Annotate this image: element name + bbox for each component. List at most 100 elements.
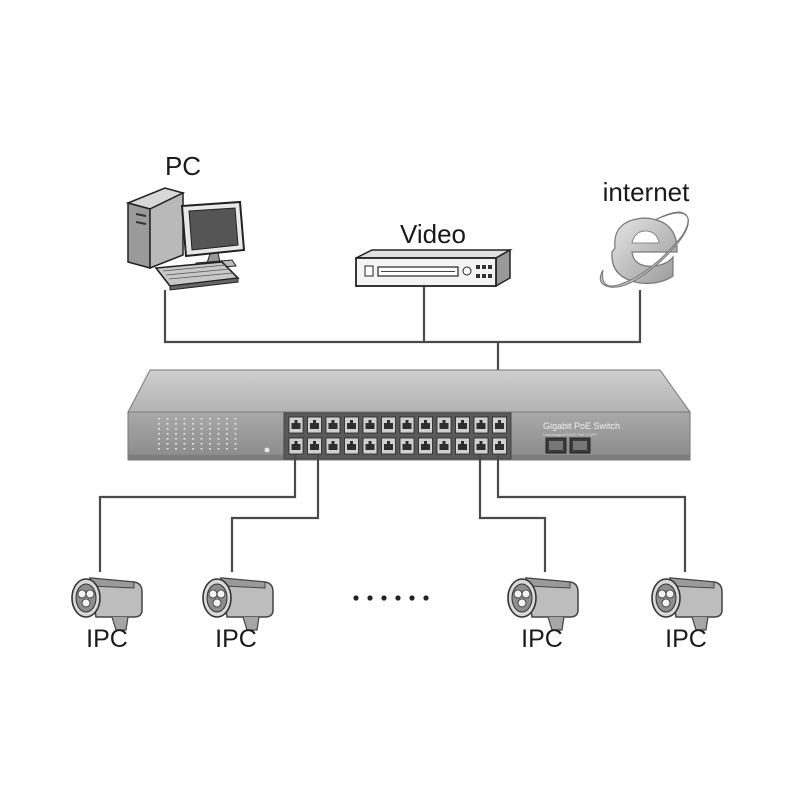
rj45-port-socket (365, 441, 375, 450)
vent-dot (158, 418, 160, 420)
vent-dot (226, 438, 228, 440)
vent-dot (217, 423, 220, 425)
vent-dot (158, 423, 160, 425)
vent-dot (192, 448, 194, 450)
vent-dot (192, 423, 194, 425)
vent-dot (226, 428, 228, 430)
desktop-pc-icon (125, 187, 246, 291)
vent-dot (192, 443, 194, 445)
vent-dot (209, 418, 211, 420)
video-label: Video (399, 219, 467, 249)
vent-dot (175, 418, 177, 420)
camera-link-1 (98, 455, 297, 572)
vent-dot (183, 428, 186, 430)
vent-dot (200, 428, 203, 430)
rj45-port-socket (365, 420, 375, 429)
vent-dot (217, 438, 220, 440)
vent-dot (166, 428, 169, 430)
rj45-port-socket (458, 420, 467, 429)
rj45-port-socket (458, 441, 467, 450)
vent-dot (209, 443, 211, 445)
vent-dot (158, 443, 160, 445)
rj45-port-socket (347, 441, 356, 450)
vent-dot (166, 433, 169, 435)
vent-dot (200, 433, 203, 435)
vent-dot (226, 418, 228, 420)
vent-dot (226, 433, 228, 435)
rj45-port-socket (439, 441, 449, 450)
rj45-port-group (288, 416, 507, 455)
internet-label: internet (602, 177, 690, 207)
vent-dot (209, 433, 211, 435)
bullet-camera-icon (651, 577, 723, 631)
vent-dot (183, 443, 186, 445)
pc-link (163, 290, 642, 344)
vent-dot (200, 438, 203, 440)
vent-dot (158, 428, 160, 430)
camera-links (98, 455, 687, 572)
vent-dot (234, 418, 237, 420)
camera-label-3: IPC (521, 625, 563, 653)
rj45-port-socket (384, 420, 393, 429)
vent-dot (217, 443, 220, 445)
vent-dot (226, 423, 228, 425)
rj45-port-socket (495, 441, 504, 450)
vent-dot (234, 443, 237, 445)
vent-dot (234, 428, 237, 430)
camera-label-4: IPC (665, 625, 707, 653)
rj45-port-socket (291, 441, 301, 450)
rj45-port-socket (495, 420, 504, 429)
vent-dot (200, 423, 203, 425)
rj45-port-socket (476, 441, 486, 450)
rj45-port-socket (439, 420, 449, 429)
camera-link-2 (230, 455, 320, 572)
vent-dot (209, 428, 211, 430)
vent-dot (192, 428, 194, 430)
internet-explorer-icon (599, 211, 689, 288)
pc-label: PC (164, 151, 202, 181)
rj45-port-socket (328, 441, 338, 450)
more-cameras-ellipsis (353, 595, 429, 601)
vent-dot (158, 448, 160, 450)
vent-dot (183, 448, 186, 450)
vent-dot (166, 448, 169, 450)
vent-dot (217, 433, 220, 435)
vent-dot (166, 423, 169, 425)
vent-dot (166, 418, 169, 420)
vent-dot (166, 443, 169, 445)
rj45-port-socket (421, 420, 430, 429)
vent-dot (234, 423, 237, 425)
vent-dot (226, 443, 228, 445)
vent-dot (217, 428, 220, 430)
camera-link-3 (478, 455, 547, 572)
vent-dot (175, 433, 177, 435)
vent-dot (234, 433, 237, 435)
rj45-port-socket (328, 420, 338, 429)
vent-dot (183, 433, 186, 435)
vent-dot (217, 448, 220, 450)
vent-dot (183, 423, 186, 425)
vent-dot (200, 418, 203, 420)
vent-dot (183, 418, 186, 420)
vent-dot (217, 418, 220, 420)
vent-dot (175, 448, 177, 450)
switch-name-text: Gigabit PoE Switch (543, 421, 620, 431)
vent-dot (175, 443, 177, 445)
camera-label-1: IPC (86, 625, 128, 653)
vent-dot (234, 448, 237, 450)
camera-link-4 (496, 455, 687, 572)
vent-dot (192, 433, 194, 435)
rj45-port-socket (310, 420, 319, 429)
rj45-port-socket (347, 420, 356, 429)
vent-dot (192, 418, 194, 420)
rj45-port-socket (421, 441, 430, 450)
bullet-camera-icon (202, 577, 274, 631)
vent-dot (209, 438, 211, 440)
vent-dot (175, 423, 177, 425)
rj45-port-socket (310, 441, 319, 450)
rj45-port-socket (291, 420, 301, 429)
video-recorder-icon (355, 248, 513, 288)
vent-dot (183, 438, 186, 440)
